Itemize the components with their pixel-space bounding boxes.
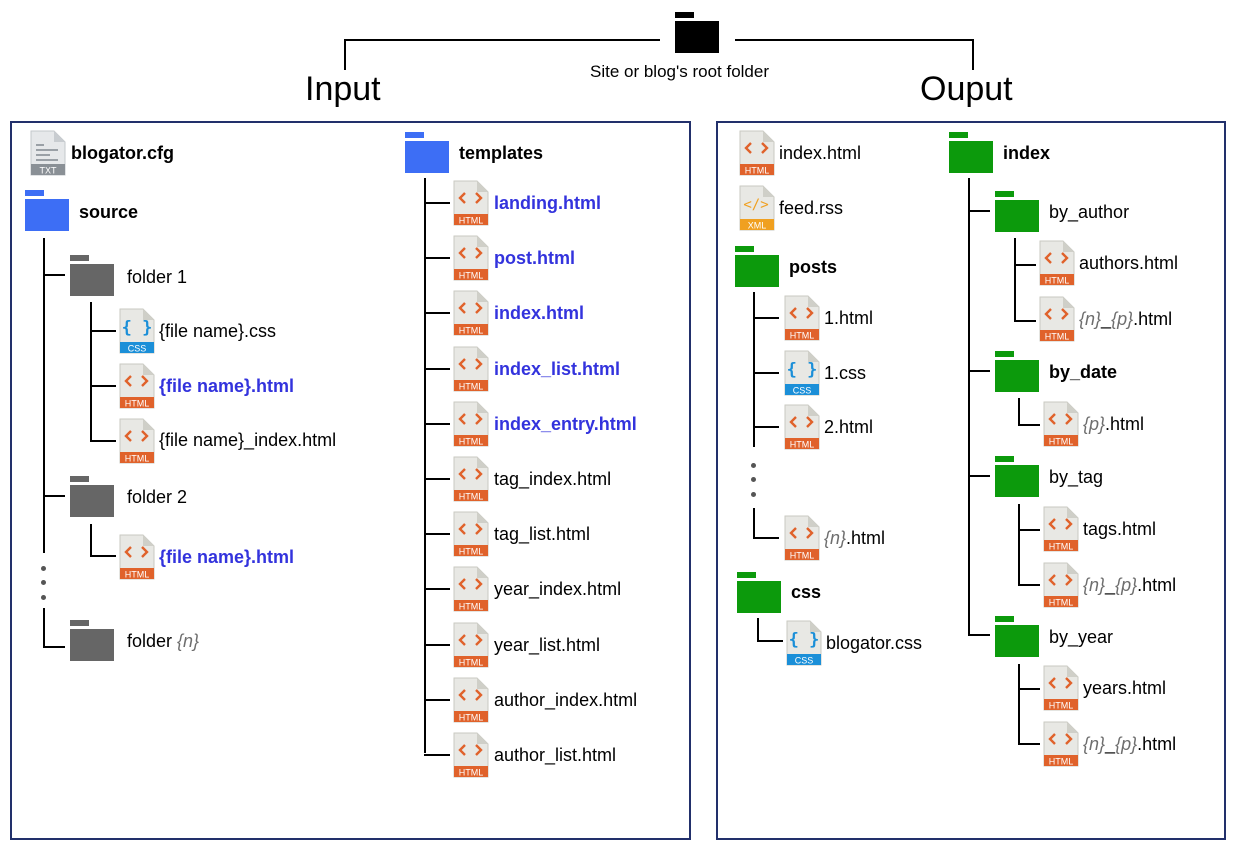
folder-n-label: folder {n} xyxy=(127,631,200,651)
svg-text:XML: XML xyxy=(748,221,767,231)
html-file-icon xyxy=(1038,295,1076,343)
cfg-file-label: blogator.cfg xyxy=(71,143,174,163)
years-html-label: years.html xyxy=(1083,678,1167,698)
source-folder-label: source xyxy=(79,202,139,222)
html-file-icon xyxy=(452,289,490,337)
output-title: Ouput xyxy=(920,70,1013,108)
html-file-icon xyxy=(118,362,156,410)
svg-text:</>: </> xyxy=(743,197,768,213)
by-date-folder-icon xyxy=(995,351,1039,392)
output-panel xyxy=(716,121,1226,840)
css-folder-label: css xyxy=(791,582,822,602)
html-file-icon xyxy=(1042,664,1080,712)
root-connector xyxy=(344,39,660,41)
html-file-icon xyxy=(738,129,776,177)
post-2-html-label: 2.html xyxy=(824,417,874,437)
html-file-icon xyxy=(452,676,490,724)
templates-folder-icon xyxy=(405,132,449,173)
html-file-icon xyxy=(1042,400,1080,448)
by-tag-folder-icon xyxy=(995,456,1039,497)
css-file-icon xyxy=(119,308,155,354)
index-folder-icon xyxy=(949,132,993,173)
html-file-icon xyxy=(452,510,490,558)
css-file-icon xyxy=(786,620,822,666)
f2-html-label: {file name}.html xyxy=(159,547,295,567)
template-file-label: tag_index.html xyxy=(494,469,612,489)
html-file-icon xyxy=(452,234,490,282)
html-file-icon xyxy=(1042,505,1080,553)
f1-index-html-label: {file name}_index.html xyxy=(159,430,337,450)
html-file-icon xyxy=(783,403,821,451)
template-file-label: index_list.html xyxy=(494,359,621,379)
template-file-label: tag_list.html xyxy=(494,524,591,544)
f1-css-label: {file name}.css xyxy=(159,321,277,341)
template-file-label: landing.html xyxy=(494,193,601,213)
html-file-icon xyxy=(452,731,490,779)
post-n-html-label: {n}.html xyxy=(824,528,886,548)
template-file-label: year_list.html xyxy=(494,635,601,655)
txt-file-icon: TXT xyxy=(30,130,66,176)
html-file-icon xyxy=(118,533,156,581)
html-file-icon xyxy=(783,294,821,342)
author-np-html-label: {n}_{p}.html xyxy=(1079,309,1173,329)
template-file-label: index_entry.html xyxy=(494,414,637,434)
root-folder-icon xyxy=(675,12,719,53)
post-1-html-label: 1.html xyxy=(824,308,874,328)
posts-folder-label: posts xyxy=(789,257,838,277)
blogator-css-label: blogator.css xyxy=(826,633,923,653)
template-file-label: index.html xyxy=(494,303,585,323)
input-title: Input xyxy=(305,70,381,108)
index-folder-label: index xyxy=(1003,143,1051,163)
html-file-icon xyxy=(452,345,490,393)
folder-1-label: folder 1 xyxy=(127,267,188,287)
date-p-html-label: {p}.html xyxy=(1083,414,1145,434)
folder-n-icon xyxy=(70,620,114,661)
template-file-label: year_index.html xyxy=(494,579,622,599)
by-author-label: by_author xyxy=(1049,202,1130,222)
by-author-folder-icon xyxy=(995,191,1039,232)
source-folder-icon xyxy=(25,190,69,231)
by-year-folder-icon xyxy=(995,616,1039,657)
by-tag-label: by_tag xyxy=(1049,467,1104,487)
html-file-icon xyxy=(452,400,490,448)
html-file-icon xyxy=(452,565,490,613)
input-panel xyxy=(10,121,691,840)
html-file-icon xyxy=(1042,561,1080,609)
xml-file-icon: </> XML xyxy=(739,185,775,231)
html-file-icon xyxy=(118,417,156,465)
html-file-icon xyxy=(452,455,490,503)
template-file-label: post.html xyxy=(494,248,575,268)
css-folder-icon xyxy=(737,572,781,613)
css-file-icon xyxy=(784,350,820,396)
html-file-icon xyxy=(783,514,821,562)
template-file-label: author_list.html xyxy=(494,745,617,765)
feed-rss-label: feed.rss xyxy=(779,198,844,218)
post-1-css-label: 1.css xyxy=(824,363,867,383)
html-file-icon xyxy=(452,621,490,669)
html-file-icon xyxy=(452,179,490,227)
svg-text:TXT: TXT xyxy=(40,166,58,176)
folder-2-label: folder 2 xyxy=(127,487,188,507)
year-np-html-label: {n}_{p}.html xyxy=(1083,734,1177,754)
authors-html-label: authors.html xyxy=(1079,253,1179,273)
by-year-label: by_year xyxy=(1049,627,1114,647)
tag-np-html-label: {n}_{p}.html xyxy=(1083,575,1177,595)
posts-folder-icon xyxy=(735,246,779,287)
templates-folder-label: templates xyxy=(459,143,544,163)
tags-html-label: tags.html xyxy=(1083,519,1157,539)
template-file-label: author_index.html xyxy=(494,690,638,710)
root-folder-label: Site or blog's root folder xyxy=(590,62,770,81)
out-index-html-label: index.html xyxy=(779,143,862,163)
html-file-icon xyxy=(1042,720,1080,768)
f1-html-label: {file name}.html xyxy=(159,376,295,396)
html-file-icon xyxy=(1038,239,1076,287)
by-date-label: by_date xyxy=(1049,362,1118,382)
folder-2-icon xyxy=(70,476,114,517)
folder-1-icon xyxy=(70,255,114,296)
